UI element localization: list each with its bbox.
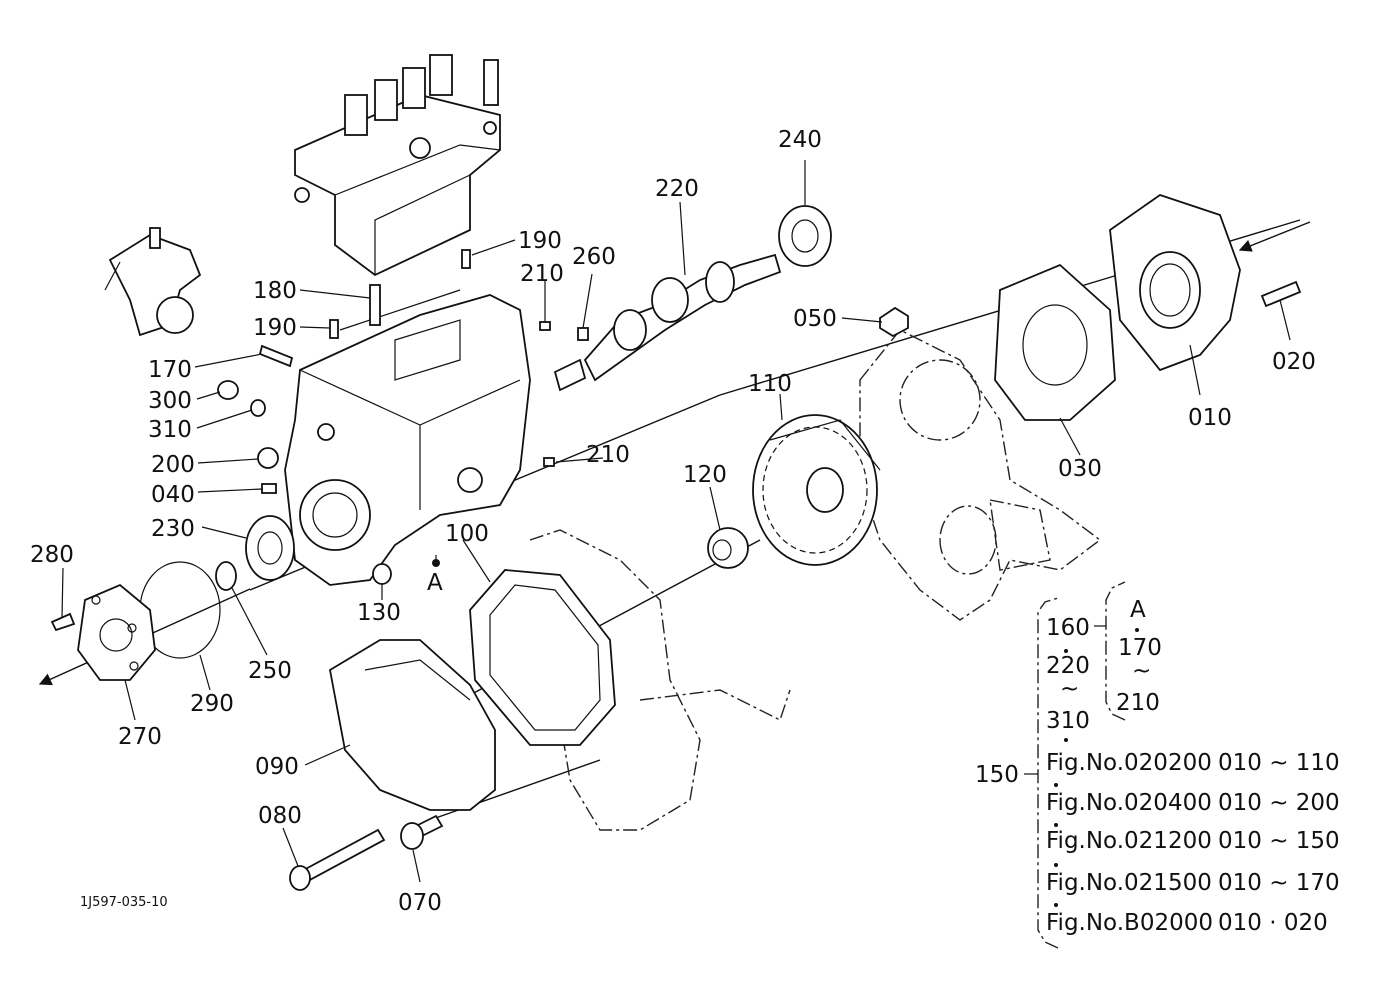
legend-fig-1: Fig.No.020200 — [1046, 750, 1212, 776]
injection-pump — [294, 54, 501, 277]
legend-fig-2: Fig.No.020400 — [1046, 790, 1212, 816]
label-190-lower: 190 — [253, 315, 297, 341]
legend-fig-5: Fig.No.B02000 — [1046, 910, 1213, 936]
pump-housing — [284, 289, 531, 586]
label-040: 040 — [151, 482, 195, 508]
legend-range-5: 010 · 020 — [1218, 910, 1328, 936]
legend-dot — [1054, 863, 1058, 867]
cover-090 — [329, 639, 496, 811]
small-parts — [217, 249, 589, 585]
legend-dot — [1054, 823, 1058, 827]
label-250: 250 — [248, 658, 292, 684]
point-a-marker — [432, 559, 440, 567]
label-010: 010 — [1188, 405, 1232, 431]
bolt-050 — [879, 306, 909, 338]
label-110: 110 — [748, 371, 792, 397]
label-120: 120 — [683, 462, 727, 488]
legend-dot — [1054, 903, 1058, 907]
label-200: 200 — [151, 452, 195, 478]
legend-range-2: 010 ~ 200 — [1218, 790, 1340, 816]
label-210-upper: 210 — [520, 261, 564, 287]
legend-tilde-right: ~ — [1132, 658, 1151, 684]
callout-labels: 240 220 190 260 210 180 190 050 020 170 … — [30, 127, 1316, 916]
label-170: 170 — [148, 357, 192, 383]
legend-range-4: 010 ~ 170 — [1218, 870, 1340, 896]
legend-tilde-left: ~ — [1060, 676, 1079, 702]
label-210-lower: 210 — [586, 442, 630, 468]
collar-120 — [707, 527, 749, 569]
drawing-code: 1J597-035-10 — [80, 895, 168, 910]
bearing-230 — [245, 515, 295, 581]
label-290: 290 — [190, 691, 234, 717]
label-240: 240 — [778, 127, 822, 153]
label-180: 180 — [253, 278, 297, 304]
label-190-upper: 190 — [518, 228, 562, 254]
legend-220: 220 — [1046, 653, 1090, 679]
label-270: 270 — [118, 724, 162, 750]
legend-dot — [1054, 783, 1058, 787]
legend-range-3: 010 ~ 150 — [1218, 828, 1340, 854]
camshaft-220 — [553, 253, 782, 392]
gasket-100 — [469, 569, 616, 746]
stud-020 — [1260, 280, 1302, 308]
legend-fig-3: Fig.No.021200 — [1046, 828, 1212, 854]
flange-010 — [1109, 194, 1241, 372]
bearing-240 — [778, 205, 832, 267]
legend-210: 210 — [1116, 690, 1160, 716]
bolts-080-070 — [289, 814, 444, 891]
label-070: 070 — [398, 890, 442, 916]
feed-pump — [104, 227, 202, 337]
label-a: A — [427, 570, 443, 596]
legend-310: 310 — [1046, 708, 1090, 734]
engine-case-outline — [519, 329, 1102, 831]
legend-150: 150 — [975, 762, 1019, 788]
gear-110 — [752, 414, 881, 566]
legend-fig-4: Fig.No.021500 — [1046, 870, 1212, 896]
label-080: 080 — [258, 803, 302, 829]
legend-range-1: 010 ~ 110 — [1218, 750, 1340, 776]
label-020: 020 — [1272, 349, 1316, 375]
label-280: 280 — [30, 542, 74, 568]
legend-170: 170 — [1118, 635, 1162, 661]
gasket-030 — [994, 263, 1116, 421]
label-300: 300 — [148, 388, 192, 414]
legend-a: A — [1130, 597, 1146, 623]
label-310: 310 — [148, 417, 192, 443]
label-130: 130 — [357, 600, 401, 626]
label-230: 230 — [151, 516, 195, 542]
label-090: 090 — [255, 754, 299, 780]
legend-dot — [1064, 738, 1068, 742]
legend-dot — [1135, 628, 1139, 632]
label-030: 030 — [1058, 456, 1102, 482]
rings-and-cover — [50, 561, 237, 681]
label-100: 100 — [445, 521, 489, 547]
label-220: 220 — [655, 176, 699, 202]
legend-dot — [1064, 649, 1068, 653]
label-260: 260 — [572, 244, 616, 270]
legend-160: 160 — [1046, 615, 1090, 641]
label-050: 050 — [793, 306, 837, 332]
leader-lines — [61, 160, 1291, 883]
assembly-legend: 160 220 ~ 310 A 170 ~ 210 150 Fig.No.020… — [975, 581, 1340, 949]
